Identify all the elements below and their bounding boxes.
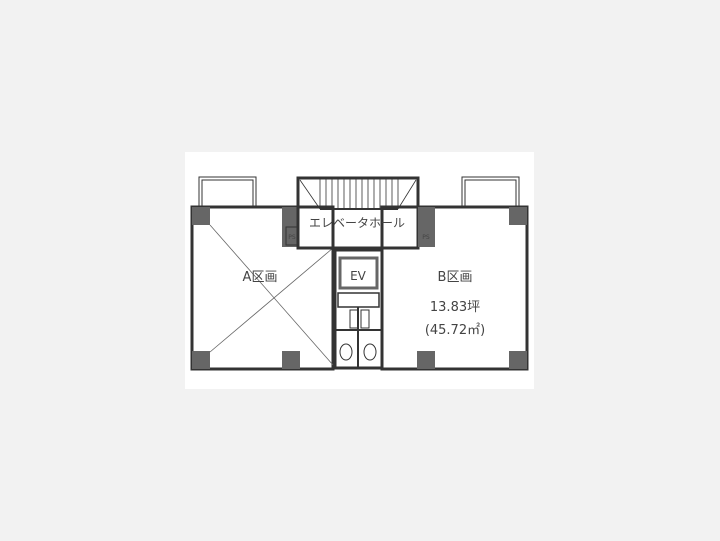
unit-b: [380, 205, 529, 371]
elevator-label: EV: [350, 269, 367, 283]
plan-panel: [185, 152, 534, 389]
unit-b-area-tsubo: 13.83坪: [430, 300, 480, 315]
unit-a-label: A区画: [243, 270, 278, 285]
unit-b-area-sqm: (45.72㎡): [425, 323, 485, 338]
unit-b-label: B区画: [438, 270, 473, 285]
unit-a: [190, 205, 335, 371]
elevator-hall-label: エレベータホール: [309, 216, 405, 230]
ps-label-right: PS: [422, 234, 430, 241]
ps-label-left: PS: [288, 234, 296, 241]
